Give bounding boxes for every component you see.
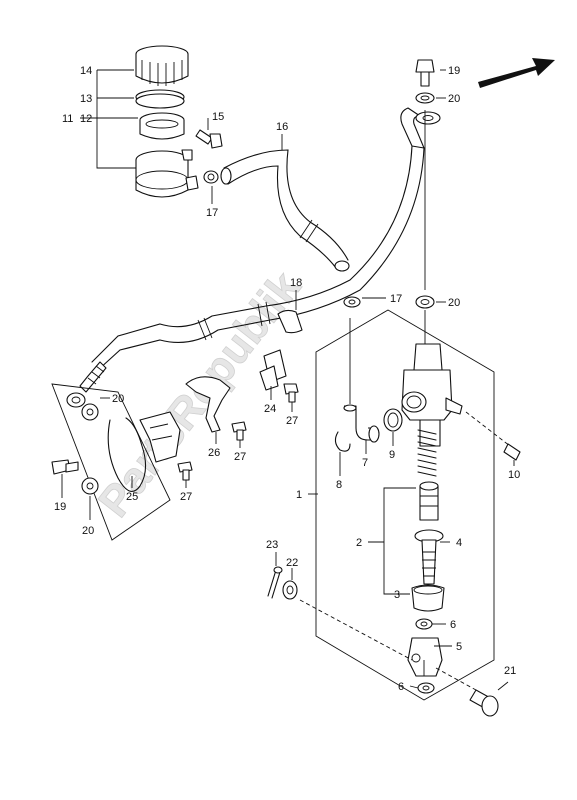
arrow-up-right-icon: [478, 58, 555, 88]
push-rod-4[interactable]: [414, 529, 444, 585]
union-bolt-19a[interactable]: [415, 59, 435, 87]
lower-banjo-fitting[interactable]: [66, 392, 86, 408]
callout-6b: 6: [398, 681, 404, 693]
callout-11: 11: [62, 113, 73, 125]
master-cylinder-body[interactable]: [401, 343, 463, 447]
diaphragm[interactable]: [139, 112, 185, 140]
cap-plate[interactable]: [135, 89, 185, 109]
reservoir-tank[interactable]: [135, 149, 199, 198]
washer-20b[interactable]: [415, 295, 435, 309]
callout-19a: 19: [448, 65, 460, 77]
hose-guide-26[interactable]: [185, 376, 231, 433]
callout-10: 10: [508, 469, 520, 481]
callout-13: 13: [80, 93, 92, 105]
hose-guide-25[interactable]: [107, 411, 181, 492]
o-ring-9[interactable]: [383, 408, 403, 432]
clevis-5[interactable]: [407, 637, 443, 677]
callout-15: 15: [212, 111, 224, 123]
callout-20d: 20: [82, 525, 94, 537]
callout-14: 14: [80, 65, 92, 77]
washer-22[interactable]: [282, 580, 298, 600]
callout-27b: 27: [234, 451, 246, 463]
callout-1: 1: [296, 489, 302, 501]
callout-6a: 6: [450, 619, 456, 631]
piston[interactable]: [419, 481, 439, 521]
callout-12: 12: [80, 113, 92, 125]
union-bolt-19b[interactable]: [51, 459, 79, 475]
leader-lines: [61, 69, 515, 691]
brake-hose[interactable]: [79, 145, 425, 393]
hose-grommet-18[interactable]: [277, 309, 303, 334]
nut-6b[interactable]: [417, 682, 435, 694]
top-banjo-fitting[interactable]: [400, 107, 441, 149]
washer-20a[interactable]: [415, 92, 435, 104]
bolt-27a[interactable]: [283, 383, 299, 403]
bolt-15[interactable]: [195, 129, 223, 149]
callout-2: 2: [356, 537, 362, 549]
callout-19b: 19: [54, 501, 66, 513]
callout-8: 8: [336, 479, 342, 491]
hose-joint-7[interactable]: [343, 404, 380, 443]
boot-3[interactable]: [411, 584, 445, 612]
nut-6a[interactable]: [415, 618, 433, 630]
callout-18: 18: [290, 277, 302, 289]
reservoir-hose[interactable]: [220, 149, 350, 272]
bolt-27c[interactable]: [177, 461, 193, 481]
hose-clamp-17b[interactable]: [343, 296, 361, 308]
callout-20c: 20: [112, 393, 124, 405]
hose-guide-24[interactable]: [259, 349, 287, 391]
callout-27a: 27: [286, 415, 298, 427]
washer-20c[interactable]: [81, 403, 99, 421]
callout-22: 22: [286, 557, 298, 569]
spring[interactable]: [417, 429, 437, 477]
cotter-pin-23[interactable]: [267, 566, 283, 599]
callout-17a: 17: [206, 207, 218, 219]
callout-26: 26: [208, 447, 220, 459]
callout-21: 21: [504, 665, 516, 677]
callout-24: 24: [264, 403, 276, 415]
callout-20a: 20: [448, 93, 460, 105]
hose-clamp-17a[interactable]: [203, 170, 219, 184]
callout-3: 3: [394, 589, 400, 601]
callout-4: 4: [456, 537, 462, 549]
washer-20d[interactable]: [81, 477, 99, 495]
callout-25: 25: [126, 491, 138, 503]
clevis-pin-21[interactable]: [435, 667, 499, 717]
callout-7: 7: [362, 457, 368, 469]
screw-10[interactable]: [465, 411, 521, 461]
bolt-27b[interactable]: [231, 421, 247, 441]
callout-9: 9: [389, 449, 395, 461]
callout-labels: 14 13 11 12 15 16 17 19 20 18 17 20 20 2…: [54, 65, 520, 693]
circlip-8[interactable]: [334, 431, 351, 452]
callout-5: 5: [456, 641, 462, 653]
callout-23: 23: [266, 539, 278, 551]
callout-27c: 27: [180, 491, 192, 503]
reservoir-cap[interactable]: [135, 45, 189, 86]
callout-17b: 17: [390, 293, 402, 305]
callout-20b: 20: [448, 297, 460, 309]
master-cylinder-assembly-box: [315, 309, 495, 701]
callout-16: 16: [276, 121, 288, 133]
